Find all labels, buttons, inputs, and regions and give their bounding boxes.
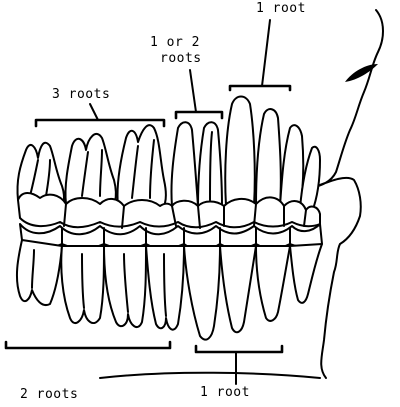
lower-premolar-1 [183,245,221,341]
lower-molar-4 [145,245,185,331]
leader-upper-molars [89,103,99,121]
label-upper-premolars-line1: 1 or 2 [150,35,200,50]
upper-premolar-1 [170,121,199,207]
nostril-mark [345,64,378,82]
upper-incisor-1 [255,108,282,207]
lower-molar-1 [15,239,63,306]
leader-upper-premolars [189,69,197,113]
lower-molar-3 [103,245,147,329]
bracket-lower-anterior [194,344,284,354]
upper-incisor-3 [299,145,321,213]
lower-premolar-2 [219,245,257,334]
jaw-line [99,371,321,379]
upper-premolar-2 [197,121,223,207]
label-lower-molars: 2 roots [20,387,79,402]
lower-incisor [289,243,323,304]
upper-canine [224,95,256,207]
upper-incisor-2 [279,124,305,209]
crown-separations [63,203,307,229]
bracket-upper-anterior [228,84,292,92]
bracket-upper-molars [34,118,166,128]
label-lower-anterior: 1 root [200,385,250,400]
label-upper-premolars-line2: roots [160,51,202,66]
lower-crown-separations [61,227,291,247]
lower-molar-2 [60,245,105,325]
lower-canine [255,245,291,322]
label-upper-anterior: 1 root [256,1,306,16]
leader-upper-anterior [261,19,271,87]
bracket-lower-molars [4,340,172,350]
label-upper-molars: 3 roots [52,87,111,102]
bracket-upper-premolars [174,110,224,120]
face-profile [311,9,384,379]
